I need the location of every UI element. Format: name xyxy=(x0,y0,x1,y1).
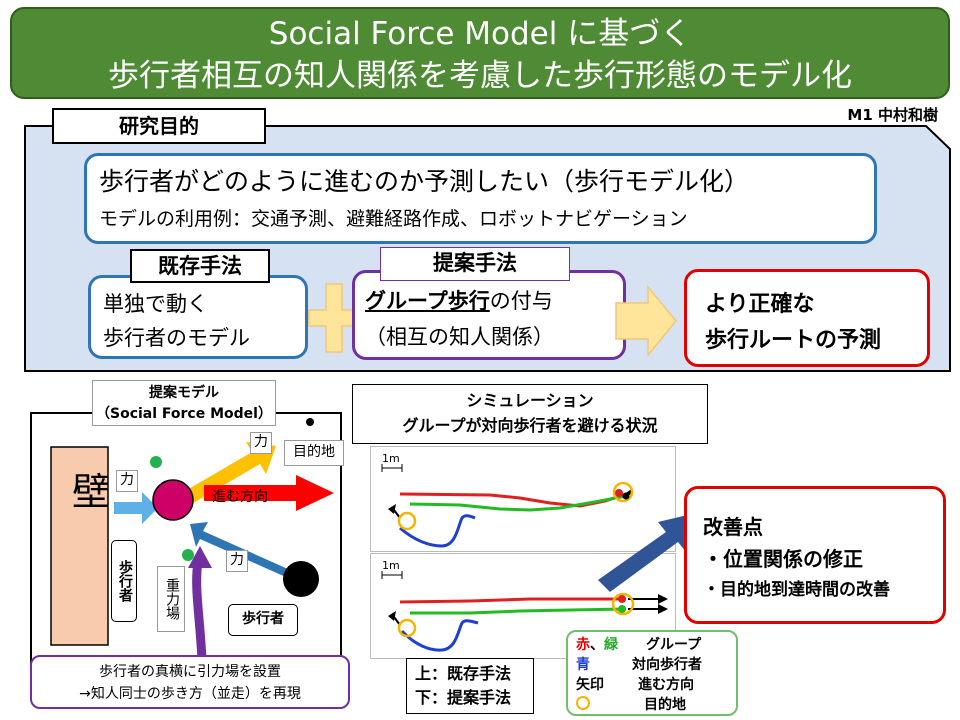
direction-label: 進む方向 xyxy=(212,489,268,505)
result-line-1: より正確な xyxy=(705,292,815,317)
legend-green: 緑 xyxy=(604,637,618,653)
gravity-point-top xyxy=(150,456,162,468)
legend-comma: 、 xyxy=(590,637,604,653)
result-line-2: 歩行ルートの予測 xyxy=(705,328,882,353)
arrow-right-icon xyxy=(615,285,677,357)
force-label-2: 力 xyxy=(250,432,272,454)
simulation-existing-plot xyxy=(370,446,676,552)
force-arrow-blue xyxy=(114,492,158,524)
force-label-3: 力 xyxy=(226,550,248,572)
existing-destination-left xyxy=(397,511,417,531)
proposed-red-path xyxy=(399,597,626,604)
result-box: より正確な 歩行ルートの予測 xyxy=(684,269,930,367)
plus-icon xyxy=(308,283,360,353)
pedestrian-vertical-label: 歩行者 xyxy=(111,540,137,622)
main-pedestrian xyxy=(152,479,194,521)
proposed-blue-path xyxy=(400,619,479,652)
title-banner: Social Force Model に基づく 歩行者相互の知人関係を考慮した歩… xyxy=(10,7,950,99)
proposed-destination-left xyxy=(397,618,417,638)
model-note-line-2: →知人同士の歩き方（並走）を再現 xyxy=(79,686,301,702)
model-note-line-1: 歩行者の真横に引力場を設置 xyxy=(99,664,281,680)
destination-label: 目的地 xyxy=(284,440,344,466)
proposed-method-tab: 提案手法 xyxy=(380,247,570,281)
legend-destination-circle-icon xyxy=(576,696,590,710)
improvement-arrow-icon xyxy=(598,512,700,592)
destination-point xyxy=(306,418,314,426)
gravity-field-label: 重力場 xyxy=(157,566,185,632)
existing-line-2: 歩行者のモデル xyxy=(103,326,250,350)
usage-examples-text: モデルの利用例：交通予測、避難経路作成、ロボットナビゲーション xyxy=(99,208,688,230)
proposed-method-box: グループ歩行の付与 （相互の知人関係） xyxy=(352,270,626,360)
model-header-line-2: （Social Force Model） xyxy=(96,406,272,422)
improvement-item-1: ・位置関係の修正 xyxy=(703,547,863,571)
simulation-caption: 上：既存手法 下：提案手法 xyxy=(406,658,534,714)
legend-destination: 目的地 xyxy=(644,697,686,713)
scale-label-top: 1m xyxy=(382,452,400,465)
goal-box: 歩行者がどのように進むのか予測したい（歩行モデル化） モデルの利用例：交通予測、… xyxy=(84,153,877,244)
legend-group: グループ xyxy=(646,637,702,653)
force-label-1: 力 xyxy=(116,470,138,492)
legend-red: 赤 xyxy=(576,637,590,653)
pedestrian-label: 歩行者 xyxy=(228,604,298,636)
group-walking-text: グループ歩行 xyxy=(365,289,490,313)
proposed-line-2: （相互の知人関係） xyxy=(365,325,554,349)
model-header: 提案モデル （Social Force Model） xyxy=(92,380,276,426)
model-note-box: 歩行者の真横に引力場を設置 →知人同士の歩き方（並走）を再現 xyxy=(30,655,350,709)
caption-proposed: 下：提案手法 xyxy=(415,688,512,707)
goal-text: 歩行者がどのように進むのか予測したい（歩行モデル化） xyxy=(99,167,750,196)
existing-method-box: 単独で動く 歩行者のモデル xyxy=(88,275,308,359)
simulation-header-line-2: グループが対向歩行者を避ける状況 xyxy=(402,416,658,435)
legend-oncoming: 対向歩行者 xyxy=(632,657,702,673)
improvement-item-2: ・目的地到達時間の改善 xyxy=(703,580,890,600)
scale-label-bottom: 1m xyxy=(382,559,400,572)
legend-box: 赤、緑 グループ 青 対向歩行者 矢印 進む方向 目的地 xyxy=(566,630,738,716)
title-line-1: Social Force Model に基づく xyxy=(268,16,692,52)
gravity-arrow-purple xyxy=(188,546,212,568)
proposed-green-path xyxy=(410,607,627,615)
author-label: M1 中村和樹 xyxy=(847,106,938,124)
simulation-header-line-1: シミュレーション xyxy=(466,391,594,410)
research-purpose-tab: 研究目的 xyxy=(52,108,266,144)
wall-label: 壁 xyxy=(72,448,110,536)
existing-line-1: 単独で動く xyxy=(103,292,208,316)
title-line-2: 歩行者相互の知人関係を考慮した歩行形態のモデル化 xyxy=(108,58,852,94)
existing-method-tab: 既存手法 xyxy=(130,249,270,283)
simulation-header: シミュレーション グループが対向歩行者を避ける状況 xyxy=(352,384,708,444)
caption-existing: 上：既存手法 xyxy=(415,664,512,683)
other-pedestrian xyxy=(283,561,319,597)
existing-green-path xyxy=(409,494,627,512)
proposed-destination-right xyxy=(611,592,635,616)
existing-destination-right xyxy=(612,481,634,503)
legend-arrow: 矢印 xyxy=(576,677,604,693)
existing-blue-path xyxy=(399,514,476,548)
gravity-point-bottom xyxy=(182,549,194,561)
direction-arrow-red xyxy=(204,475,334,511)
improvement-title: 改善点 xyxy=(703,515,763,539)
legend-blue: 青 xyxy=(576,657,590,673)
improvement-box: 改善点 ・位置関係の修正 ・目的地到達時間の改善 xyxy=(684,486,946,624)
proposed-rest-text: の付与 xyxy=(489,289,553,313)
legend-direction: 進む方向 xyxy=(638,677,694,693)
model-header-line-1: 提案モデル xyxy=(149,385,219,401)
